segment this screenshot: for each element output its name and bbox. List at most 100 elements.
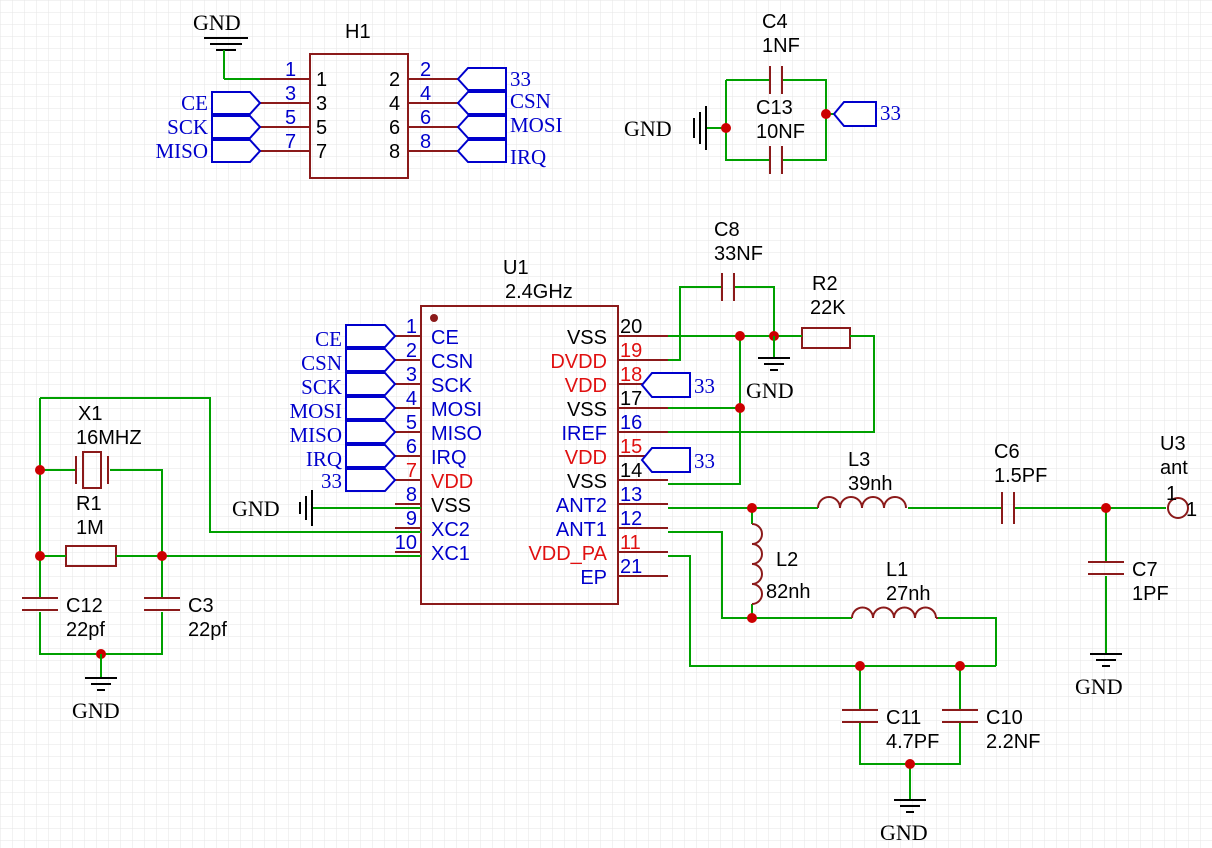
u1-pin-name: MOSI — [431, 399, 482, 421]
u3-value: ant — [1160, 457, 1188, 479]
c3-value: 22pf — [188, 619, 227, 641]
c11-ref: C11 — [886, 707, 921, 729]
c8-ref: C8 — [714, 219, 740, 241]
r2-value: 22K — [810, 297, 846, 319]
capacitor-c6[interactable]: C6 1.5PF — [994, 441, 1047, 524]
capacitor-c12[interactable]: C12 22pf — [22, 595, 105, 641]
u1-pin-number: 7 — [406, 460, 417, 482]
c7-value: 1PF — [1132, 583, 1169, 605]
u1-pin-number: 19 — [620, 340, 642, 362]
gnd-symbol: GND — [232, 490, 421, 526]
c6-value: 1.5PF — [994, 465, 1047, 487]
u1-pin-number: 16 — [620, 412, 642, 434]
net-label-miso: MISO — [289, 423, 342, 447]
h1-pin-label: 7 — [316, 141, 327, 163]
u1-pin-name: SCK — [431, 375, 473, 397]
u1-pin-number: 15 — [620, 436, 642, 458]
inductor-l3[interactable]: L3 39nh — [817, 449, 907, 509]
c3-ref: C3 — [188, 595, 214, 617]
c10-value: 2.2NF — [986, 731, 1040, 753]
u1-pin-name: VDD — [431, 471, 473, 493]
net-label-33: 33 — [694, 374, 715, 398]
inductor-l2[interactable]: L2 82nh — [751, 523, 811, 605]
h1-ref: H1 — [345, 21, 371, 43]
h1-pin-label: 8 — [389, 141, 400, 163]
net-label-csn: CSN — [510, 89, 551, 113]
u1-pin-name: ANT2 — [556, 495, 607, 517]
vss-ties — [668, 331, 779, 485]
u1-pin-name: ANT1 — [556, 519, 607, 541]
net-label-irq: IRQ — [510, 145, 546, 169]
c4-value: 1NF — [762, 35, 800, 57]
net-flags-u1-right: 33 33 — [640, 372, 715, 473]
gnd-symbol: GND — [746, 357, 794, 403]
u1-pin-number: 9 — [406, 508, 417, 530]
net-flags-h1-left: CE SCK MISO — [155, 91, 262, 163]
u1-pin-number: 14 — [620, 460, 642, 482]
u1-pin-name: XC2 — [431, 519, 470, 541]
u1-pin-number: 20 — [620, 316, 642, 338]
u1-pin-name: MISO — [431, 423, 482, 445]
l3-value: 39nh — [848, 473, 893, 495]
u3-pin: 1 — [1166, 483, 1177, 505]
gnd-label: GND — [1075, 674, 1123, 699]
net-flags-u1-left: CE CSN SCK MOSI MISO IRQ 33 — [289, 324, 397, 493]
net-label-miso: MISO — [155, 139, 208, 163]
header-h1[interactable]: H1 1 3 5 7 1 3 5 7 2 4 6 8 2 4 6 8 — [260, 21, 458, 179]
antenna-u3[interactable]: U3 ant 1 1 — [1160, 433, 1197, 521]
gnd-symbol: GND — [1075, 653, 1123, 699]
capacitor-c7[interactable]: C7 1PF — [1088, 559, 1169, 605]
l3-ref: L3 — [848, 449, 870, 471]
r1-value: 1M — [76, 517, 104, 539]
net-label-sck: SCK — [301, 375, 342, 399]
l1-ref: L1 — [886, 559, 908, 581]
r2-ref: R2 — [812, 273, 838, 295]
capacitor-c10[interactable]: C10 2.2NF — [942, 707, 1040, 753]
u1-pin-name: IRQ — [431, 447, 467, 469]
u1-pin-name: EP — [580, 567, 607, 589]
u1-pin-number: 1 — [406, 316, 417, 338]
gnd-symbol: GND — [880, 799, 928, 845]
net-label-33: 33 — [880, 101, 901, 125]
u1-pin-number: 11 — [620, 532, 641, 554]
net-label-csn: CSN — [301, 351, 342, 375]
l2-value: 82nh — [766, 581, 811, 603]
gnd-label: GND — [880, 820, 928, 845]
gnd-label: GND — [624, 116, 672, 141]
capacitor-c8[interactable]: C8 33NF — [668, 219, 775, 361]
u3-ref: U3 — [1160, 433, 1186, 455]
net-label-33: 33 — [694, 449, 715, 473]
u1-pin-number: 5 — [406, 412, 417, 434]
inductor-l1[interactable]: L1 27nh — [851, 559, 938, 619]
l2-ref: L2 — [776, 549, 798, 571]
u1-pin-name: CE — [431, 327, 459, 349]
h1-pin-num: 5 — [285, 107, 296, 129]
u1-pin-number: 2 — [406, 340, 417, 362]
c8-value: 33NF — [714, 243, 763, 265]
h1-pin-label: 3 — [316, 93, 327, 115]
net-flags-h1-right: 33 CSN MOSI IRQ — [456, 67, 563, 169]
gnd-label: GND — [72, 698, 120, 723]
c7-ref: C7 — [1132, 559, 1158, 581]
h1-pin-num: 4 — [420, 83, 431, 105]
rf-wiring — [668, 503, 1166, 800]
resistor-r2[interactable]: R2 22K — [668, 273, 875, 433]
x1-ref: X1 — [78, 403, 102, 425]
u1-pin-number: 10 — [395, 532, 417, 554]
u1-pin-number: 18 — [620, 364, 642, 386]
u1-pin-name: VSS — [567, 471, 607, 493]
u1-pin-name: DVDD — [550, 351, 607, 373]
h1-pin-label: 4 — [389, 93, 400, 115]
net-label-33: 33 — [510, 67, 531, 91]
net-label-mosi: MOSI — [510, 113, 563, 137]
capacitor-c3[interactable]: C3 22pf — [144, 595, 227, 641]
capacitor-c11[interactable]: C11 4.7PF — [842, 707, 939, 753]
crystal-x1[interactable]: X1 16MHZ — [40, 403, 163, 556]
h1-pin-num: 3 — [285, 83, 296, 105]
decoupling-c4-c13[interactable]: C4 1NF C13 10NF — [706, 11, 834, 174]
c12-ref: C12 — [66, 595, 103, 617]
net-label-mosi: MOSI — [289, 399, 342, 423]
x1-value: 16MHZ — [76, 427, 142, 449]
gnd-label: GND — [193, 10, 241, 35]
